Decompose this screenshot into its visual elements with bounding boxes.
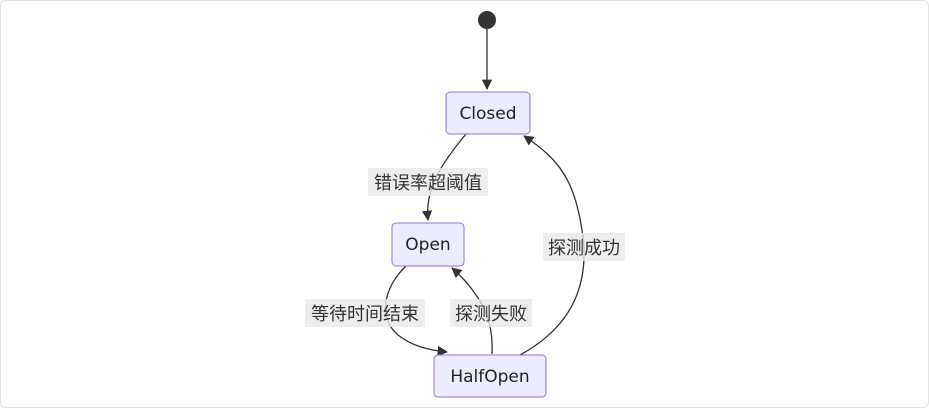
edge-label-text: 等待时间结束 <box>311 304 419 325</box>
edge-label-closed-open: 错误率超阈值 <box>368 168 488 196</box>
edge-label-halfopen-open: 探测失败 <box>450 299 532 327</box>
state-label: Closed <box>459 104 516 124</box>
state-open: Open <box>391 222 465 267</box>
state-label: HalfOpen <box>450 367 529 387</box>
state-label: Open <box>405 235 450 255</box>
edge-label-text: 探测失败 <box>455 304 527 325</box>
state-halfopen: HalfOpen <box>433 354 547 398</box>
edge-label-text: 探测成功 <box>548 238 620 259</box>
state-closed: Closed <box>445 91 531 135</box>
start-node <box>478 11 496 29</box>
edge-label-halfopen-closed: 探测成功 <box>543 233 625 261</box>
edge-halfopen-open <box>451 267 493 355</box>
edge-halfopen-closed <box>519 135 585 356</box>
edge-label-open-halfopen: 等待时间结束 <box>305 299 425 327</box>
edge-open-halfopen <box>384 265 449 357</box>
edge-label-text: 错误率超阈值 <box>374 173 482 194</box>
